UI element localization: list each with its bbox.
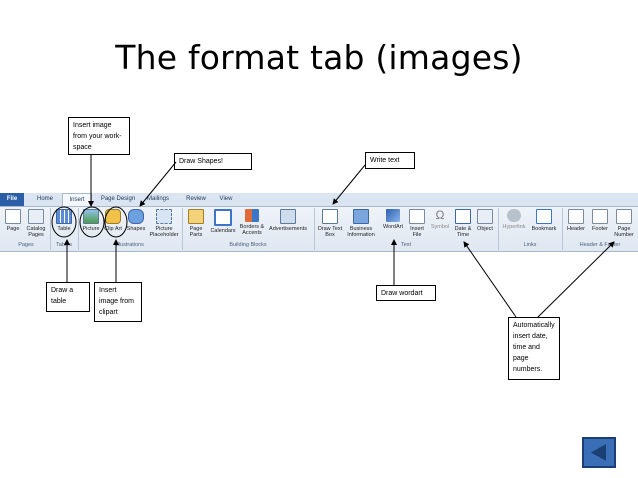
- tab-home[interactable]: Home: [36, 196, 53, 202]
- callout-draw-wordart: Draw wordart: [376, 285, 436, 301]
- wordart-button[interactable]: WordArt: [380, 209, 406, 241]
- group-label-building-blocks: Building Blocks: [229, 242, 267, 248]
- advertisements-button[interactable]: Advertisements: [266, 209, 310, 241]
- group-label-text: Text: [400, 242, 412, 248]
- bookmark-icon: [536, 209, 552, 224]
- tab-mailings[interactable]: Mailings: [146, 196, 169, 202]
- insert-file-icon: [409, 209, 425, 224]
- borders-accents-icon: [245, 209, 259, 222]
- picture-placeholder-icon: [156, 209, 172, 224]
- back-nav-button[interactable]: [582, 437, 616, 468]
- tab-review[interactable]: Review: [186, 196, 206, 202]
- bookmark-button[interactable]: Bookmark: [528, 209, 560, 241]
- group-label-tables: Tables: [56, 242, 72, 248]
- group-separator: [182, 208, 183, 250]
- group-separator: [78, 208, 79, 250]
- clip-art-highlight-circle: [104, 206, 128, 238]
- date-time-icon: [455, 209, 471, 224]
- callout-draw-shapes: Draw Shapes!: [174, 153, 252, 170]
- catalog-pages-button[interactable]: Catalog Pages: [24, 209, 48, 241]
- text-box-icon: [322, 209, 338, 224]
- page-parts-icon: [188, 209, 204, 224]
- group-separator: [498, 208, 499, 250]
- group-label-header-footer: Header & Footer: [579, 242, 621, 248]
- calendars-button[interactable]: Calendars: [208, 209, 238, 241]
- tab-page-design[interactable]: Page Design: [100, 196, 136, 202]
- arrow-date-time: [463, 241, 517, 318]
- group-label-illustrations: Illustrations: [116, 242, 144, 248]
- calendars-icon: [214, 209, 232, 226]
- arrow-draw-shapes: [139, 161, 177, 207]
- table-button[interactable]: Table: [52, 209, 76, 241]
- draw-text-box-button[interactable]: Draw Text Box: [316, 209, 344, 241]
- header-button[interactable]: Header: [564, 209, 588, 241]
- callout-write-text: Write text: [365, 152, 415, 169]
- page-number-button[interactable]: Page Number: [612, 209, 636, 241]
- tab-view[interactable]: View: [219, 196, 233, 202]
- group-separator: [562, 208, 563, 250]
- shapes-button[interactable]: Shapes: [124, 209, 148, 241]
- picture-icon: [83, 209, 99, 224]
- business-information-icon: [353, 209, 369, 224]
- borders-accents-button[interactable]: Borders & Accents: [238, 209, 266, 241]
- picture-placeholder-button[interactable]: Picture Placeholder: [148, 209, 180, 241]
- header-icon: [568, 209, 584, 224]
- object-button[interactable]: Object: [474, 209, 496, 241]
- advertisements-icon: [280, 209, 296, 224]
- tab-file[interactable]: File: [0, 193, 24, 206]
- object-icon: [477, 209, 493, 224]
- symbol-icon: Ω: [435, 208, 445, 222]
- page-number-icon: [616, 209, 632, 224]
- shapes-icon: [128, 209, 144, 224]
- group-separator: [314, 208, 315, 250]
- table-icon: [56, 209, 72, 224]
- callout-auto-insert: Automatically insert date, time and page…: [508, 317, 560, 380]
- page-parts-button[interactable]: Page Parts: [184, 209, 208, 241]
- picture-highlight-circle: [79, 206, 105, 238]
- callout-draw-table: Draw a table: [46, 282, 90, 312]
- table-highlight-circle: [51, 206, 77, 238]
- footer-icon: [592, 209, 608, 224]
- hyperlink-button[interactable]: Hyperlink: [500, 209, 528, 241]
- group-label-pages: Pages: [18, 242, 34, 248]
- page-button[interactable]: Page: [2, 209, 24, 241]
- arrow-write-text: [332, 164, 366, 205]
- footer-button[interactable]: Footer: [588, 209, 612, 241]
- insert-file-button[interactable]: Insert File: [406, 209, 428, 241]
- slide-title: The format tab (images): [115, 38, 523, 77]
- date-time-button[interactable]: Date & Time: [452, 209, 474, 241]
- group-label-links: Links: [523, 242, 537, 248]
- business-information-button[interactable]: Business Information: [344, 209, 378, 241]
- wordart-icon: [386, 209, 400, 222]
- callout-insert-clipart: Insert image from clipart: [94, 282, 142, 322]
- ribbon-tab-bar: File Home Insert Page Design Mailings Re…: [0, 193, 638, 207]
- picture-button[interactable]: Picture: [80, 209, 102, 241]
- arrow-page-number: [537, 241, 615, 318]
- page-icon: [5, 209, 21, 224]
- back-arrow-icon: [591, 444, 606, 461]
- group-separator: [50, 208, 51, 250]
- catalog-pages-icon: [28, 209, 44, 224]
- hyperlink-icon: [507, 209, 521, 222]
- callout-insert-image: Insert image from your work-space: [68, 117, 130, 155]
